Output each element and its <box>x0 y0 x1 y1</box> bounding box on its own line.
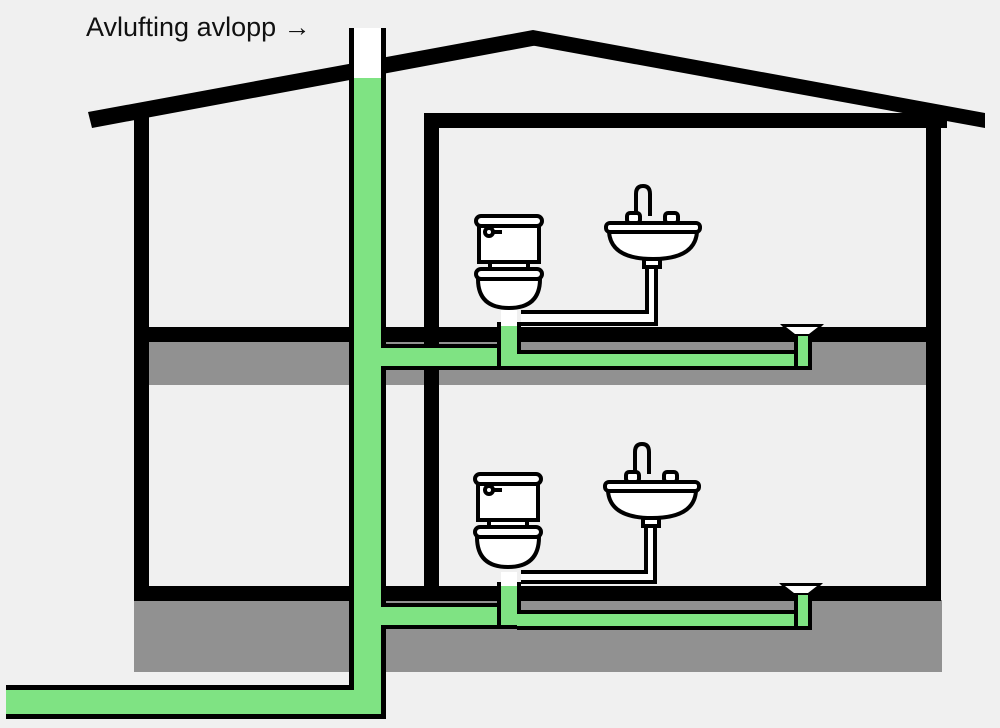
upper-floor-drain <box>780 324 824 336</box>
vent-stack-empty <box>354 28 381 78</box>
lower-sink-icon <box>603 441 701 528</box>
lower-branch-drain <box>381 572 812 630</box>
wall-left <box>134 112 149 600</box>
upper-sink-drain <box>521 262 658 326</box>
vent-label: Avlufting avlopp → <box>86 12 311 43</box>
vent-label-text: Avlufting avlopp <box>86 12 277 42</box>
upper-floor-beam <box>134 327 941 342</box>
upper-branch-drain <box>381 310 812 370</box>
wall-right <box>926 113 941 600</box>
lower-floor-drain <box>779 583 823 595</box>
lower-sink-drain <box>521 522 657 584</box>
lower-toilet-icon <box>473 472 543 570</box>
arrow-right-icon: → <box>283 12 311 42</box>
main-sewer-pipe <box>6 660 386 719</box>
upper-toilet-icon <box>474 214 544 311</box>
lower-floor-beam <box>134 586 941 601</box>
inner-ceiling <box>424 113 947 128</box>
roof-right <box>530 30 985 128</box>
upper-sink-icon <box>604 183 702 269</box>
roof-left <box>88 30 538 128</box>
vent-stack-filled <box>354 78 381 694</box>
vent-stack <box>349 28 386 694</box>
